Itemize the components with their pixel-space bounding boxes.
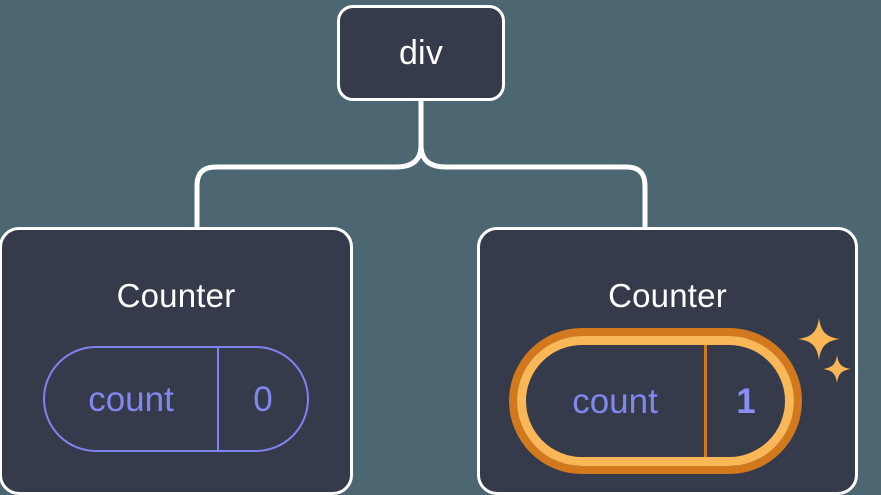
state-pill-left-key: count: [88, 379, 174, 419]
connector-to-right-child: [418, 142, 648, 229]
state-pill-right-key: count: [572, 381, 658, 421]
node-counter-right-title: Counter: [608, 277, 727, 314]
state-pill-left-value: 0: [217, 348, 307, 450]
node-counter-left-title: Counter: [116, 277, 236, 314]
node-root-label: div: [398, 34, 444, 72]
state-pill-right-highlighted[interactable]: count 1: [517, 336, 794, 466]
state-pill-right-value: 1: [704, 345, 785, 457]
connector-to-left-child: [194, 142, 424, 229]
state-pill-left-wrapper: count 0: [43, 346, 309, 452]
state-pill-right-wrapper: count 1: [517, 336, 794, 466]
node-root-div[interactable]: div: [337, 5, 505, 101]
state-pill-left[interactable]: count 0: [43, 346, 309, 452]
